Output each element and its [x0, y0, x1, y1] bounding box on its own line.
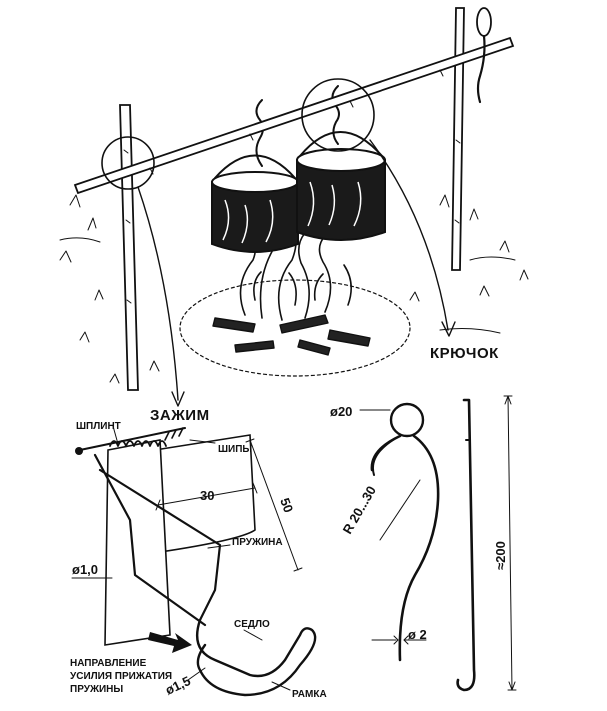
right-pot — [296, 131, 386, 241]
label-pin: ШПЛИНТ — [76, 421, 121, 432]
label-clamp: ЗАЖИМ — [150, 407, 210, 424]
label-force-line2: УСИЛИЯ ПРИЖАТИЯ — [70, 671, 172, 682]
clamp-spikes — [164, 427, 184, 441]
crossbar-pole — [73, 36, 515, 195]
spoon-icon — [476, 7, 492, 104]
pot-hook-right — [331, 85, 340, 145]
clamp-detail-circle — [101, 136, 155, 190]
dim-hook-length: ≈200 — [493, 541, 508, 570]
clamp-wire-frame — [93, 453, 222, 627]
left-stake — [119, 104, 139, 391]
label-frame: РАМКА — [292, 689, 327, 700]
label-spring: ПРУЖИНА — [232, 537, 283, 548]
clamp-jaw-right — [154, 434, 256, 553]
clamp-callout-arrow — [137, 186, 179, 401]
hook-detail-circle — [301, 78, 375, 152]
label-hook: КРЮЧОК — [430, 345, 499, 362]
clamp-spring-coil — [109, 440, 167, 447]
dim-bend-radius: R 20...30 — [340, 483, 379, 536]
hook-rod-detail: ≈200 — [456, 395, 517, 692]
fire-flames — [239, 217, 352, 321]
clamp-jaw-left — [104, 439, 171, 646]
label-saddle: СЕДЛО — [234, 619, 270, 630]
force-direction-arrow — [148, 632, 192, 653]
clamp-pin-head — [75, 447, 83, 455]
fire-pit-ring — [179, 279, 411, 377]
clamp-saddle-frame — [195, 618, 317, 697]
dim-line-50 — [245, 438, 303, 572]
dim-clamp-width: 30 — [200, 488, 214, 503]
clamp-pin-rod — [79, 427, 186, 451]
label-force-line1: НАПРАВЛЕНИЕ — [70, 658, 147, 669]
label-spikes: ШИПЫ — [218, 444, 252, 455]
dim-wire-dia: ø1,0 — [72, 562, 98, 577]
clamp-detail: ЗАЖИМ ШПЛИНТ ШИПЫ ПРУЖИНА СЕДЛО РАМКА НА… — [70, 407, 327, 700]
hook-callout-arrow — [369, 139, 449, 331]
dim-line-30 — [157, 487, 256, 506]
left-pot — [211, 154, 299, 253]
campfire-scene — [59, 7, 529, 407]
dim-hook-wire-dia: ø 2 — [408, 627, 427, 642]
dim-clamp-length: 50 — [277, 496, 296, 515]
label-force-line3: ПРУЖИНЫ — [70, 684, 123, 695]
hook-rod — [456, 398, 476, 692]
hook-body — [370, 434, 440, 662]
dim-ring-dia: ø20 — [330, 404, 352, 419]
hook-ring — [389, 402, 425, 438]
right-stake — [451, 7, 465, 271]
firewood-logs — [212, 314, 371, 356]
